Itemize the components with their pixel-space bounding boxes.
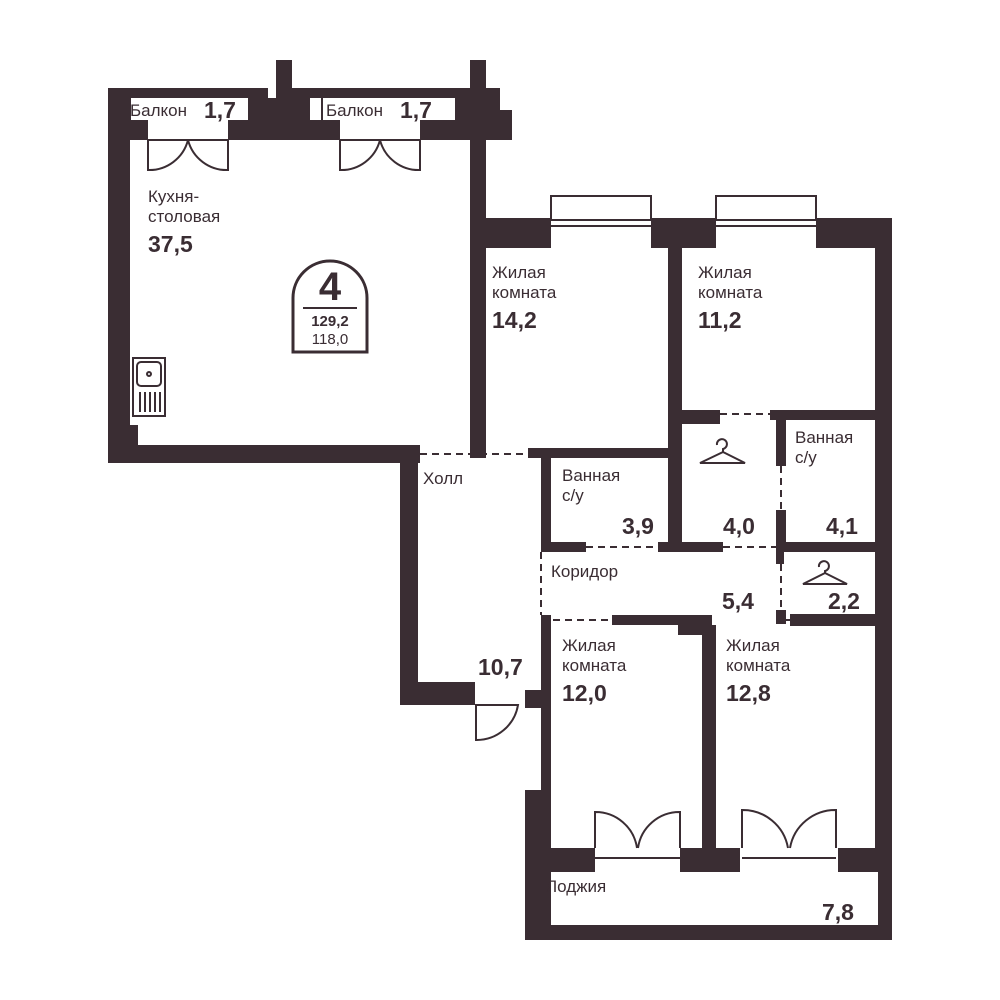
corridor-area: 5,4 <box>722 588 754 614</box>
living-1-label-line1: Жилая <box>492 263 546 282</box>
kitchen-label-line2: столовая <box>148 207 220 226</box>
kitchen-area: 37,5 <box>148 231 193 257</box>
bath-1-area: 3,9 <box>622 513 654 539</box>
hall-label: Холл <box>423 469 463 488</box>
living-4-label-line1: Жилая <box>726 636 780 655</box>
apartment-badge: 4 129,2 118,0 <box>291 259 369 354</box>
balcony-2-label: Балкон <box>326 101 383 120</box>
balcony-2-area: 1,7 <box>400 97 432 123</box>
hanger-icon <box>699 438 746 464</box>
bath-1-label-line1: Ванная <box>562 466 620 485</box>
balcony-1-label: Балкон <box>130 101 187 120</box>
kitchen-label-line1: Кухня- <box>148 187 199 206</box>
living-4-label-line2: комната <box>726 656 791 675</box>
bath-1-label-line2: с/у <box>562 486 584 505</box>
badge-total-area: 129,2 <box>311 313 349 330</box>
living-1-area: 14,2 <box>492 307 537 333</box>
corridor-label: Коридор <box>551 562 618 581</box>
living-3-label-line2: комната <box>562 656 627 675</box>
loggia-label: Лоджия <box>546 877 606 896</box>
living-2-area: 11,2 <box>698 307 742 333</box>
zone-boundaries <box>420 413 790 621</box>
walls <box>108 60 892 940</box>
living-1-label-line2: комната <box>492 283 557 302</box>
living-3-label-line1: Жилая <box>562 636 616 655</box>
bath-2-label-line1: Ванная <box>795 428 853 447</box>
loggia-area: 7,8 <box>822 899 854 925</box>
badge-living-area: 118,0 <box>312 331 348 348</box>
hanger-icon <box>802 560 848 585</box>
openings <box>129 98 837 933</box>
hall-area: 10,7 <box>478 654 523 680</box>
living-3-area: 12,0 <box>562 680 607 706</box>
wardrobe-2-area: 2,2 <box>828 588 860 614</box>
living-2-label-line1: Жилая <box>698 263 752 282</box>
living-2-label-line2: комната <box>698 283 763 302</box>
badge-rooms: 4 <box>319 265 342 309</box>
bath-2-area: 4,1 <box>826 513 858 539</box>
wardrobe-1-area: 4,0 <box>723 513 755 539</box>
balcony-1-area: 1,7 <box>204 97 236 123</box>
sink-icon <box>132 357 166 417</box>
bath-2-label-line2: с/у <box>795 448 817 467</box>
living-4-area: 12,8 <box>726 680 771 706</box>
